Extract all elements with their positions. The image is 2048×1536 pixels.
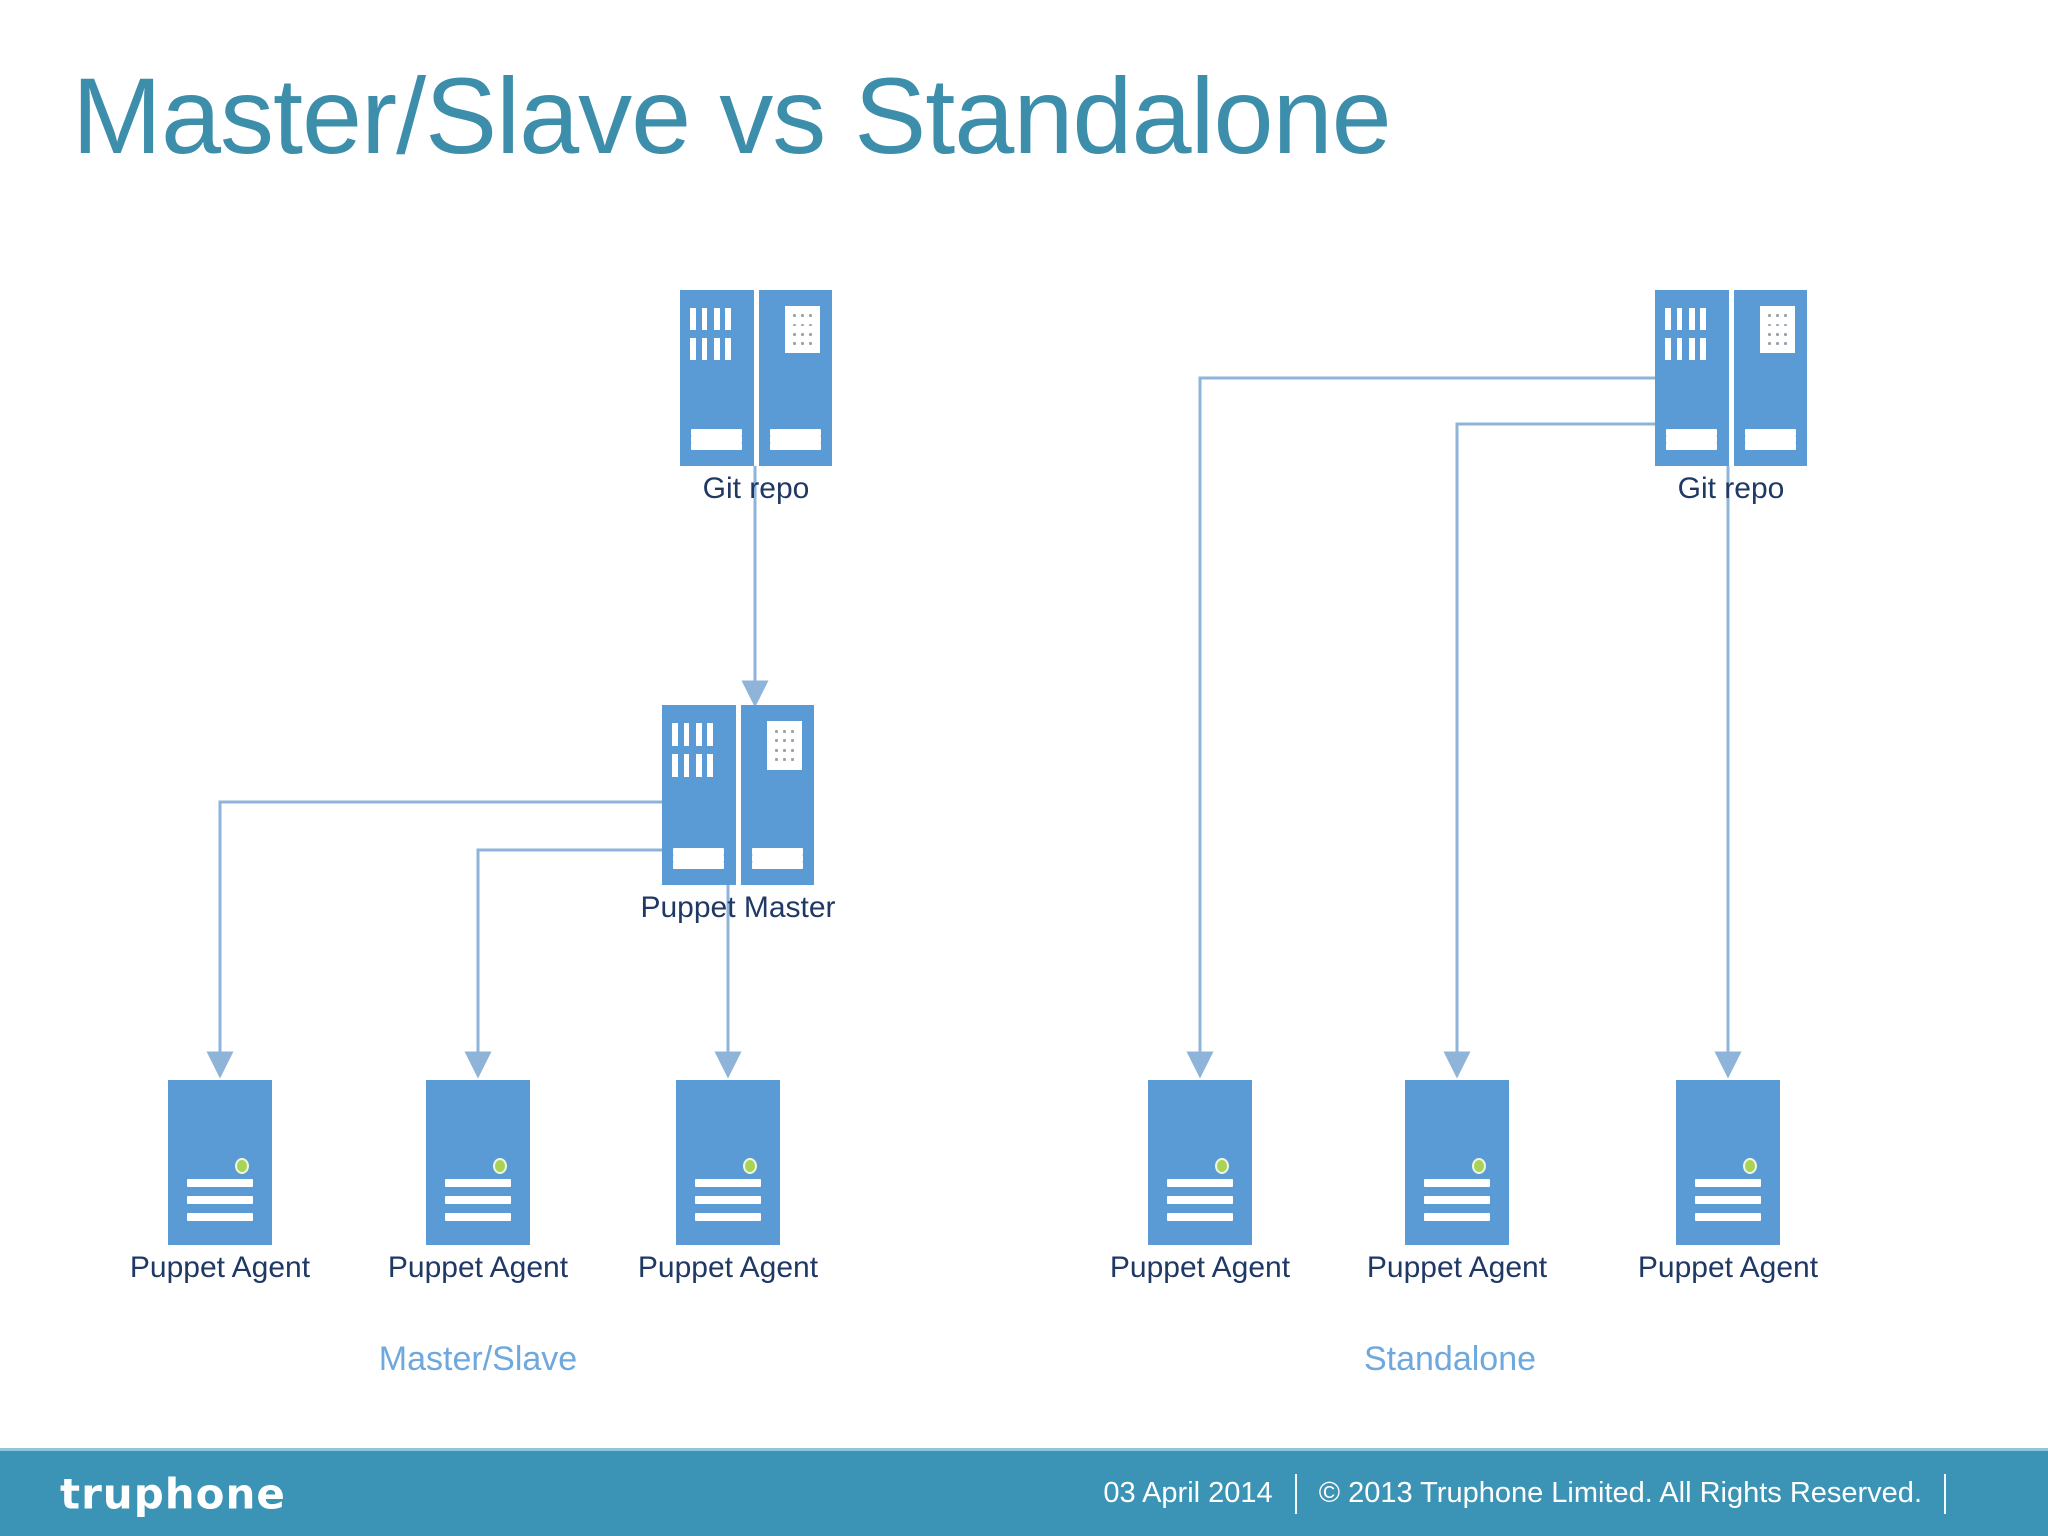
- connector-master-to-agent-1: [206, 800, 662, 1079]
- blade: [672, 723, 679, 746]
- server-rack-icon: [662, 705, 814, 885]
- node-puppet-agent-r1[interactable]: Puppet Agent: [1110, 1080, 1290, 1284]
- blade: [1665, 338, 1672, 361]
- rack-status-lines: [769, 429, 821, 451]
- connector-gitrepo-to-agent-1: [1186, 376, 1655, 1079]
- blade: [690, 307, 697, 330]
- blade-slots: [690, 307, 732, 361]
- server-rack-icon: [680, 290, 832, 466]
- footer-divider: [1294, 1473, 1297, 1514]
- unit-status-lines: [186, 1179, 254, 1221]
- blade: [684, 723, 689, 746]
- rack-panel-right: [1733, 290, 1807, 466]
- unit-status-lines: [1423, 1179, 1491, 1221]
- unit-status-lines: [694, 1179, 762, 1221]
- node-label-puppet-agent: Puppet Agent: [1109, 1251, 1291, 1284]
- unit-status-lines: [1694, 1179, 1762, 1221]
- dot-grid-panel: [1759, 305, 1796, 354]
- rack-status-lines: [1666, 429, 1718, 451]
- server-unit-icon: [1676, 1080, 1780, 1245]
- status-led-icon: [1472, 1157, 1487, 1174]
- node-puppet-agent-l1[interactable]: Puppet Agent: [130, 1080, 310, 1284]
- blade: [1688, 338, 1695, 361]
- node-label-puppet-agent: Puppet Agent: [129, 1251, 311, 1284]
- node-label-puppet-agent: Puppet Agent: [1366, 1251, 1548, 1284]
- connector-master-to-agent-2: [464, 848, 662, 1079]
- status-led-icon: [743, 1157, 758, 1174]
- blade: [695, 754, 702, 777]
- footer-date: 03 April 2014: [1103, 1477, 1273, 1509]
- node-puppet-agent-l2[interactable]: Puppet Agent: [388, 1080, 568, 1284]
- rack-status-lines: [1744, 429, 1796, 451]
- node-label-puppet-agent: Puppet Agent: [637, 1251, 819, 1284]
- server-unit-icon: [1405, 1080, 1509, 1245]
- connector-gitrepo-to-agent-2: [1443, 422, 1655, 1079]
- blade: [707, 754, 714, 777]
- status-led-icon: [493, 1157, 508, 1174]
- blade: [690, 338, 697, 361]
- node-label-git-repo: Git repo: [1677, 472, 1785, 505]
- unit-status-lines: [1166, 1179, 1234, 1221]
- blade: [1677, 307, 1682, 330]
- blade-slots: [672, 723, 714, 777]
- slide-footer: truphone 03 April 2014 © 2013 Truphone L…: [0, 1448, 2048, 1536]
- rack-panel-right: [740, 705, 814, 885]
- rack-panel-right: [758, 290, 832, 466]
- status-led-icon: [1215, 1157, 1230, 1174]
- blade: [684, 754, 689, 777]
- server-unit-icon: [168, 1080, 272, 1245]
- truphone-logo: truphone: [60, 1469, 286, 1518]
- node-puppet-agent-l3[interactable]: Puppet Agent: [638, 1080, 818, 1284]
- rack-panel-left: [662, 705, 736, 885]
- blade: [702, 338, 707, 361]
- status-led-icon: [1743, 1157, 1758, 1174]
- rack-panel-left: [1655, 290, 1729, 466]
- dot-grid-panel: [784, 305, 821, 354]
- blade: [713, 307, 720, 330]
- node-git-repo-left[interactable]: Git repo: [680, 290, 832, 505]
- blade: [702, 307, 707, 330]
- unit-status-lines: [444, 1179, 512, 1221]
- node-label-puppet-agent: Puppet Agent: [1637, 1251, 1819, 1284]
- node-label-puppet-master: Puppet Master: [640, 891, 836, 924]
- node-puppet-agent-r2[interactable]: Puppet Agent: [1367, 1080, 1547, 1284]
- blade: [1677, 338, 1682, 361]
- blade: [1665, 307, 1672, 330]
- rack-status-lines: [751, 847, 803, 869]
- blade: [725, 338, 732, 361]
- node-label-git-repo: Git repo: [702, 472, 810, 505]
- blade: [725, 307, 732, 330]
- blade: [695, 723, 702, 746]
- rack-status-lines: [691, 429, 743, 451]
- footer-divider-end: [1944, 1473, 1946, 1514]
- footer-copyright: © 2013 Truphone Limited. All Rights Rese…: [1318, 1477, 1922, 1509]
- blade: [1700, 307, 1707, 330]
- server-unit-icon: [1148, 1080, 1252, 1245]
- footer-meta: 03 April 2014 © 2013 Truphone Limited. A…: [1103, 1473, 1968, 1514]
- blade: [1688, 307, 1695, 330]
- page-title: Master/Slave vs Standalone: [72, 55, 1392, 176]
- group-caption-standalone: Standalone: [1363, 1340, 1537, 1378]
- blade: [707, 723, 714, 746]
- blade: [1700, 338, 1707, 361]
- server-unit-icon: [426, 1080, 530, 1245]
- status-led-icon: [235, 1157, 250, 1174]
- node-puppet-agent-r3[interactable]: Puppet Agent: [1638, 1080, 1818, 1284]
- blade: [713, 338, 720, 361]
- server-rack-icon: [1655, 290, 1807, 466]
- blade: [672, 754, 679, 777]
- group-caption-master-slave: Master/Slave: [378, 1340, 578, 1378]
- node-puppet-master[interactable]: Puppet Master: [640, 705, 836, 924]
- server-unit-icon: [676, 1080, 780, 1245]
- dot-grid-panel: [766, 721, 803, 770]
- rack-status-lines: [673, 847, 725, 869]
- blade-slots: [1665, 307, 1707, 361]
- rack-panel-left: [680, 290, 754, 466]
- node-git-repo-right[interactable]: Git repo: [1655, 290, 1807, 505]
- node-label-puppet-agent: Puppet Agent: [387, 1251, 569, 1284]
